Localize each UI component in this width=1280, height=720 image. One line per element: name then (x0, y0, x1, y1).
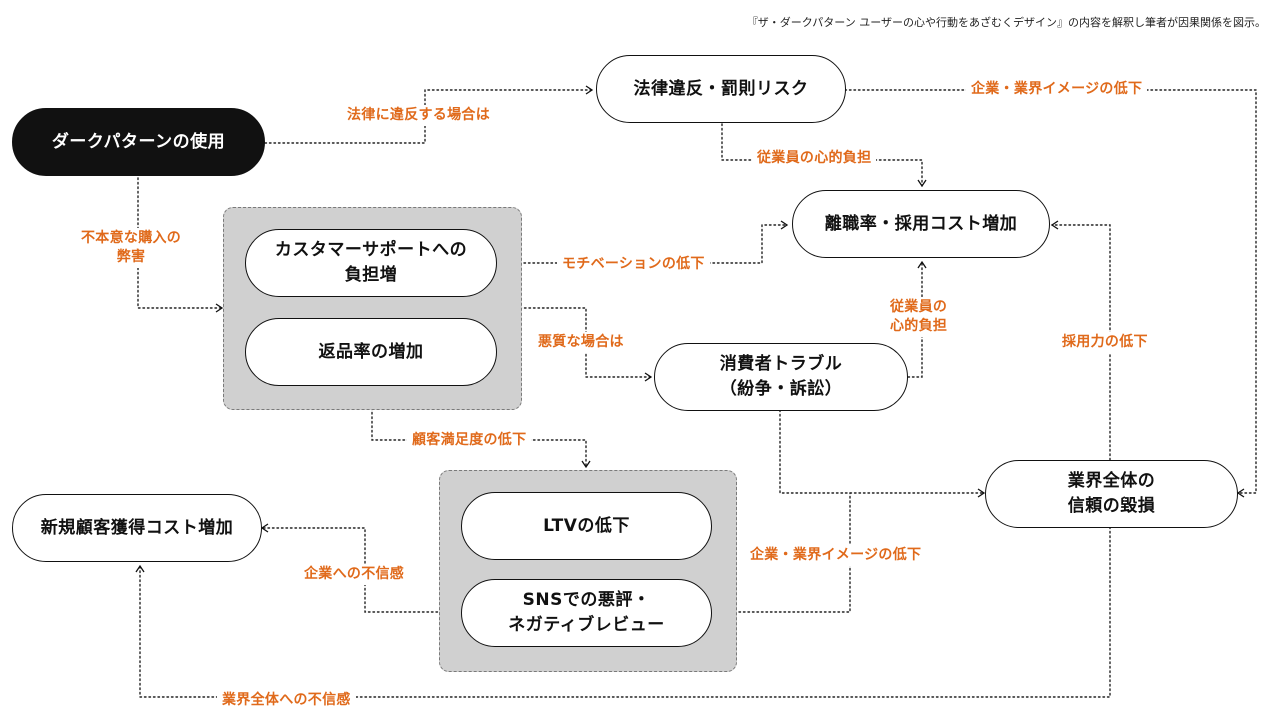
link-trouble-to-trust (779, 409, 986, 498)
node-return-rate-text: 返品率の増加 (318, 341, 424, 362)
node-industry-trust: 業界全体の 信頼の毀損 (985, 460, 1238, 528)
link-dark-to-group1 (137, 177, 224, 313)
label-recruit-drop: 採用力の低下 (1057, 332, 1153, 353)
label-staff-burden-2-line1: 従業員の (890, 299, 948, 315)
node-support-burden: カスタマーサポートへの 負担増 (245, 229, 497, 297)
label-image-drop-bottom: 企業・業界イメージの低下 (745, 545, 927, 566)
node-industry-trust-line2: 信頼の毀損 (1067, 496, 1156, 516)
node-acquisition-cost: 新規顧客獲得コスト増加 (12, 494, 262, 562)
label-image-drop-top: 企業・業界イメージの低下 (966, 79, 1148, 100)
figure-caption: 『ザ・ダークパターン ユーザーの心や行動をあざむくデザイン』の内容を解釈し筆者が… (746, 16, 1266, 29)
label-satisfaction-drop: 顧客満足度の低下 (407, 430, 532, 451)
node-sns-reviews-line1: SNSでの悪評・ (522, 590, 651, 611)
label-unintended-purchase-line2: 弊害 (116, 248, 146, 265)
node-acquisition-cost-text: 新規顧客獲得コスト増加 (40, 517, 234, 538)
link-legal-to-trust (844, 89, 1257, 498)
label-staff-burden: 従業員の心的負担 (752, 148, 877, 169)
node-ltv-drop: LTVの低下 (461, 492, 712, 560)
node-ltv-drop-text: LTVの低下 (543, 515, 630, 536)
label-staff-burden-2-line2: 心的負担 (890, 317, 948, 334)
node-industry-trust-line1: 業界全体の (1067, 471, 1156, 492)
node-sns-reviews-line2: ネガティブレビュー (508, 615, 665, 635)
node-turnover-cost: 離職率・採用コスト増加 (792, 190, 1050, 258)
node-support-burden-line1: カスタマーサポートへの (274, 240, 468, 261)
label-distrust-company: 企業への不信感 (299, 564, 410, 585)
node-sns-reviews: SNSでの悪評・ ネガティブレビュー (461, 579, 712, 647)
node-consumer-trouble-line2: （紛争・訴訟） (719, 379, 843, 399)
node-dark-pattern-use-text: ダークパターンの使用 (51, 131, 226, 152)
node-dark-pattern-use: ダークパターンの使用 (12, 108, 265, 176)
node-turnover-cost-text: 離職率・採用コスト増加 (824, 213, 1018, 234)
link-trust-to-turnover (1050, 220, 1111, 461)
link-sns-to-trust (711, 492, 851, 613)
label-motivation-drop: モチベーションの低下 (557, 254, 710, 275)
label-unintended-purchase: 不本意な購入の 弊害 (76, 228, 187, 268)
node-consumer-trouble-line1: 消費者トラブル (719, 354, 843, 375)
label-distrust-industry: 業界全体への不信感 (217, 690, 356, 711)
node-legal-risk: 法律違反・罰則リスク (596, 55, 846, 123)
link-trust-to-acquisition (135, 526, 1111, 698)
label-if-malicious: 悪質な場合は (533, 332, 629, 353)
node-legal-risk-text: 法律違反・罰則リスク (633, 78, 809, 99)
label-if-illegal: 法律に違反する場合は (342, 105, 495, 126)
node-consumer-trouble: 消費者トラブル （紛争・訴訟） (654, 343, 908, 411)
label-staff-burden-2: 従業員の 心的負担 (885, 297, 953, 337)
label-unintended-purchase-line1: 不本意な購入の (81, 230, 182, 246)
node-return-rate: 返品率の増加 (245, 318, 497, 386)
node-support-burden-line2: 負担増 (344, 265, 398, 285)
